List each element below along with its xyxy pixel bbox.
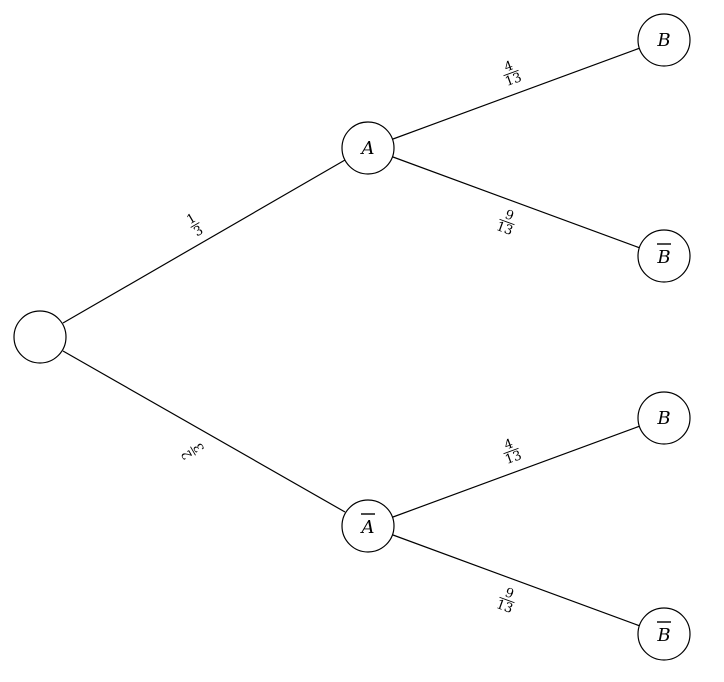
prob-root-not-a-denominator: 3 [191,440,208,455]
prob-not-a-b-denominator: 13 [503,448,524,468]
edge-not-a-to-not-b [392,534,641,627]
node-not-a-b-label: B [656,408,670,429]
prob-a-b-denominator: 13 [503,70,524,90]
edge-root-to-a [62,159,346,324]
node-not-a-b: B [637,391,691,445]
node-a-b: B [637,13,691,67]
prob-label-root-a: 1 3 [184,211,206,240]
edge-a-to-not-b [392,156,641,249]
root-node [13,310,67,364]
node-a-not-b-label: B [656,247,670,268]
prob-label-a-b: 4 13 [502,58,524,90]
node-not-a-not-b-label: B [656,625,670,646]
prob-not-a-not-b-denominator: 13 [494,597,515,617]
prob-root-a-denominator: 3 [191,223,206,240]
node-not-a-not-b: B [637,607,691,661]
node-a-not-b: B [637,229,691,283]
node-not-a-label: A [360,517,375,538]
edge-a-to-b [392,47,641,140]
node-not-a: A [341,499,395,553]
node-a-b-label: B [656,30,670,51]
edge-root-to-not-a [62,350,346,513]
edge-not-a-to-b [392,425,641,518]
prob-label-a-not-b: 9 13 [494,207,516,239]
prob-label-not-a-b: 4 13 [502,436,524,468]
prob-a-not-b-denominator: 13 [494,219,515,239]
prob-label-not-a-not-b: 9 13 [494,585,516,617]
node-a-label: A [360,138,375,159]
node-a: A [341,121,395,175]
prob-label-root-not-a: 2 3 [179,440,208,462]
